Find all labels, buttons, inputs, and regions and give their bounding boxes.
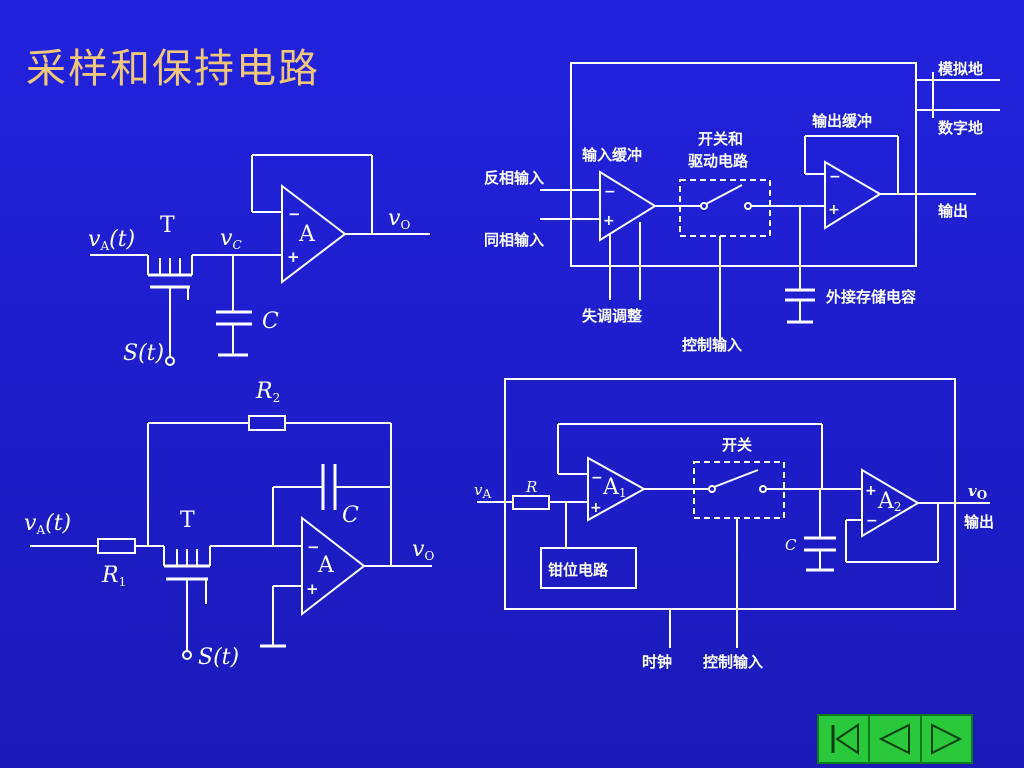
- svg-text:vA: vA: [474, 481, 491, 501]
- circuit-1: [90, 154, 430, 366]
- c3-output: 输出: [938, 202, 968, 220]
- c1-vin-t: (t): [109, 227, 135, 252]
- c4-a1: A: [602, 475, 620, 500]
- circuit-3: [540, 62, 1000, 340]
- c3-ib-minus: −: [604, 184, 616, 200]
- c1-plus: +: [287, 248, 300, 266]
- svg-text:A1: A1: [602, 475, 627, 500]
- c4-r-label: R: [525, 478, 537, 496]
- c3-switch-driver-line1: 开关和: [698, 130, 743, 148]
- first-slide-icon: [831, 723, 859, 755]
- c2-vin-sub: A: [35, 523, 45, 537]
- first-slide-button[interactable]: [819, 716, 871, 762]
- c1-vout-v: v: [388, 206, 401, 231]
- c4-vout-v: v: [968, 482, 977, 500]
- c4-a1-plus: +: [590, 500, 602, 516]
- c4-cap-label: C: [785, 536, 797, 554]
- c1-cap-label: C: [262, 309, 279, 334]
- c3-control-input: 控制输入: [682, 336, 742, 354]
- svg-text:vA(t): vA(t): [88, 227, 135, 253]
- c3-inverting-input: 反相输入: [484, 169, 544, 187]
- c1-control-label: S(t): [123, 341, 164, 366]
- next-slide-icon: [931, 723, 963, 755]
- next-slide-button[interactable]: [922, 716, 971, 762]
- c3-external-cap: 外接存储电容: [825, 288, 916, 306]
- c1-amp-label: A: [298, 222, 316, 247]
- slide-title: 采样和保持电路: [26, 46, 320, 92]
- c2-r1-sub: 1: [119, 575, 127, 589]
- previous-slide-button[interactable]: [870, 716, 922, 762]
- c3-analog-ground: 模拟地: [938, 60, 983, 78]
- c2-cap-label: C: [342, 503, 359, 528]
- c2-minus: −: [307, 538, 320, 556]
- c2-vout-sub: O: [424, 549, 434, 563]
- c4-a2-minus: −: [866, 513, 878, 529]
- c4-vout-sub: O: [977, 488, 987, 502]
- svg-text:R2: R2: [255, 379, 280, 405]
- c4-clock: 时钟: [642, 653, 672, 671]
- c2-transistor-label: T: [180, 508, 195, 533]
- c2-plus: +: [306, 580, 319, 598]
- c2-r2-sub: 2: [273, 391, 281, 405]
- c1-vc-v: v: [220, 226, 233, 251]
- svg-text:R1: R1: [101, 563, 126, 589]
- c2-vin-t: (t): [45, 511, 71, 536]
- c1-vout-sub: O: [400, 218, 410, 232]
- c2-r2: R: [255, 379, 273, 404]
- c3-ob-minus: −: [829, 169, 841, 185]
- slide-navigation: [817, 714, 973, 764]
- svg-text:vO: vO: [388, 206, 410, 232]
- c2-vin-v: v: [24, 511, 37, 536]
- c3-ob-plus: +: [828, 202, 840, 218]
- c1-vc-sub: C: [232, 238, 241, 252]
- c3-output-buffer: 输出缓冲: [812, 112, 872, 130]
- circuit-4: [477, 378, 990, 648]
- previous-slide-icon: [878, 723, 910, 755]
- c4-vin-sub: A: [481, 487, 491, 501]
- c4-clamp-label: 钳位电路: [548, 561, 609, 579]
- svg-text:vA(t): vA(t): [24, 511, 71, 537]
- c1-minus: −: [288, 205, 301, 223]
- c2-control-label: S(t): [198, 645, 239, 670]
- c4-control-input: 控制输入: [703, 653, 763, 671]
- c4-vin-v: v: [474, 481, 483, 499]
- c4-a1-sub: 1: [619, 486, 627, 500]
- c1-transistor-label: T: [160, 213, 175, 238]
- svg-text:vO: vO: [412, 537, 434, 563]
- svg-text:A2: A2: [877, 489, 902, 514]
- c3-offset-adjust: 失调调整: [582, 307, 642, 325]
- svg-text:vO: vO: [968, 482, 987, 502]
- c2-r1: R: [101, 563, 119, 588]
- c1-vin-sub: A: [99, 239, 109, 253]
- c3-digital-ground: 数字地: [938, 119, 983, 137]
- c4-switch-label: 开关: [722, 436, 752, 454]
- c1-vin-v: v: [88, 227, 101, 252]
- c2-amp-label: A: [317, 553, 335, 578]
- c4-a2: A: [877, 489, 895, 514]
- c4-a1-minus: −: [591, 470, 603, 486]
- circuit-2: [30, 415, 432, 660]
- c4-output: 输出: [964, 513, 994, 531]
- c3-input-buffer: 输入缓冲: [582, 146, 642, 164]
- svg-text:vC: vC: [220, 226, 242, 252]
- c2-vout-v: v: [412, 537, 425, 562]
- c3-switch-driver-line2: 驱动电路: [688, 152, 749, 170]
- c3-ib-plus: +: [603, 213, 615, 229]
- c4-a2-plus: +: [865, 483, 877, 499]
- c3-noninverting-input: 同相输入: [484, 231, 544, 249]
- c4-a2-sub: 2: [894, 500, 902, 514]
